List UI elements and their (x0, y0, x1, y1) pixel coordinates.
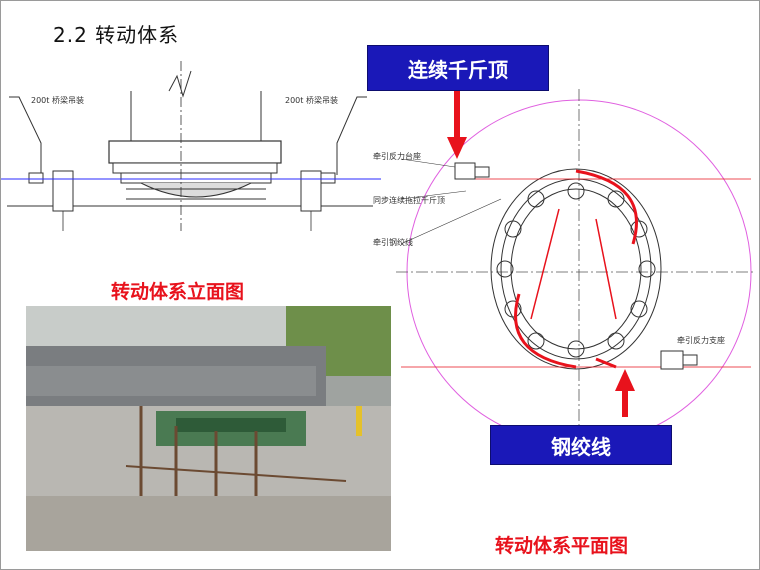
label-reaction-support: 牵引反力支座 (677, 336, 725, 345)
elevation-caption: 转动体系立面图 (111, 281, 245, 303)
elevation-drawing (1, 61, 381, 231)
page-title: 2.2 转动体系 (53, 23, 180, 47)
plan-caption: 转动体系平面图 (495, 535, 629, 557)
elevation-right-label: 200t 桥梁吊装 (285, 96, 338, 105)
bottom-banner-steel-strand: 钢绞线 (490, 425, 672, 465)
top-banner-continuous-jack: 连续千斤顶 (367, 45, 549, 91)
construction-site-photo (26, 306, 391, 551)
label-reaction-seat: 牵引反力台座 (373, 152, 421, 161)
label-traction-strand: 牵引钢绞线 (373, 238, 413, 247)
plan-drawing (396, 89, 756, 464)
label-sync-jack: 同步连续拖拉千斤顶 (373, 196, 445, 205)
elevation-left-label: 200t 桥梁吊装 (31, 96, 84, 105)
